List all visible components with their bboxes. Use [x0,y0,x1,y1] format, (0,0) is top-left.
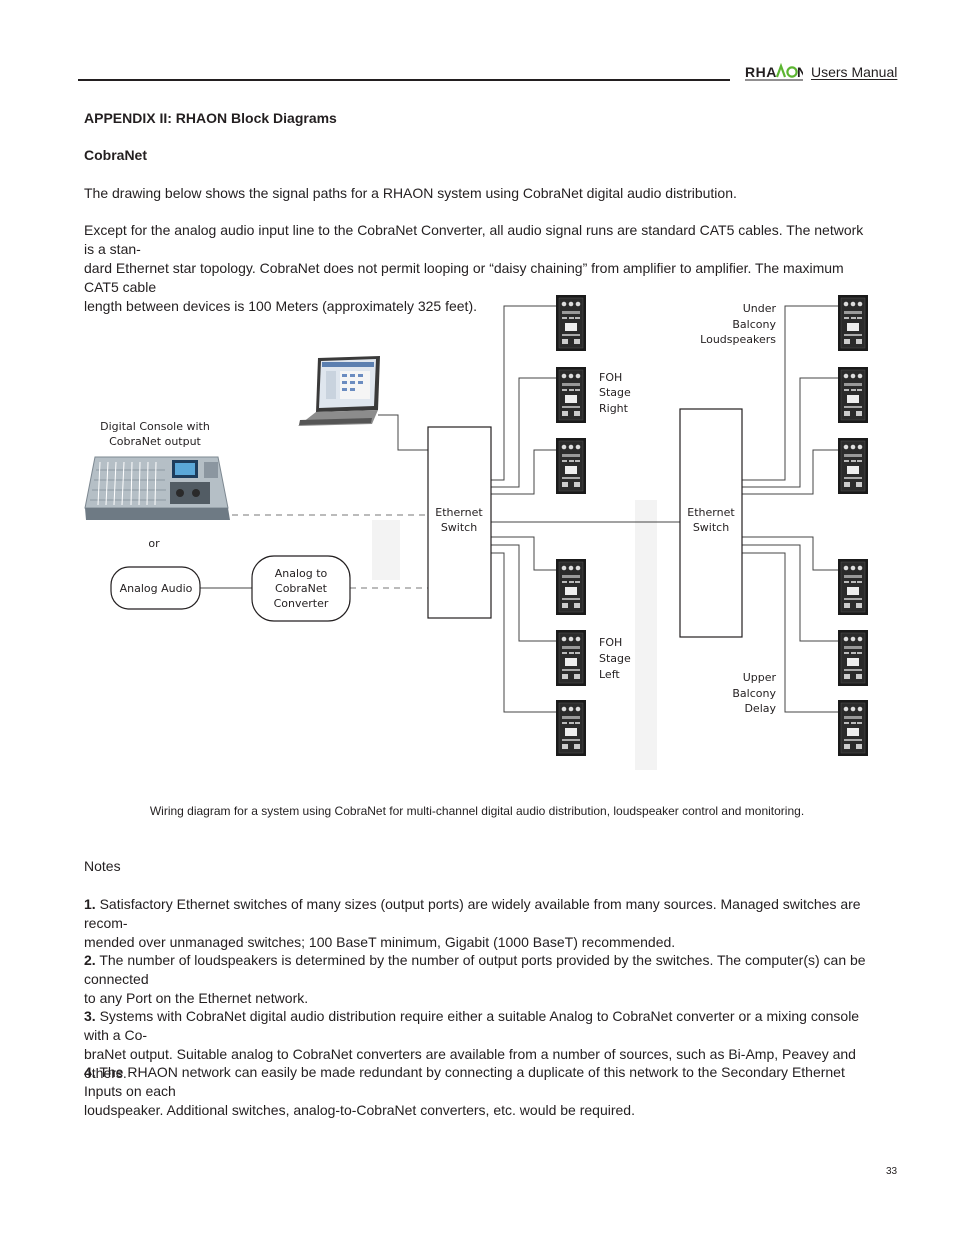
switch-right-label-2: Switch [693,521,729,534]
loudspeaker-module-icon [555,366,587,424]
cobranet-block-diagram: Ethernet Switch Ethernet Switch Digital … [84,294,869,770]
upper-balcony-label-2: Balcony [732,687,776,700]
loudspeaker-module-icon [555,699,587,757]
mixing-console-icon [84,456,230,520]
foh-left-label-3: Left [599,668,620,681]
loudspeaker-module-icon [837,558,869,616]
loudspeaker-module-icon [555,629,587,687]
loudspeaker-module-icon [555,294,587,352]
analog-audio-source: Analog Audio [110,566,201,610]
ethernet-switch-right: Ethernet Switch [679,408,743,638]
svg-text:N: N [797,64,803,80]
note-line: braNet output. Suitable analog to CobraN… [84,1046,856,1081]
note-line: The number of loudspeakers is determined… [84,952,866,987]
note-line: Systems with CobraNet digital audio dist… [84,1008,860,1043]
figure-caption: Wiring diagram for a system using CobraN… [149,804,805,818]
left-switch-cables [491,305,556,713]
foh-left-label-2: Stage [599,652,631,665]
console-label-2: CobraNet output [109,435,201,448]
converter-label-1: Analog to [275,567,328,580]
header-rule [78,79,730,81]
appendix-title: APPENDIX II: RHAON Block Diagrams [84,110,337,126]
or-label: or [148,537,160,550]
page-number: 33 [886,1166,898,1177]
upper-balcony-label-1: Upper [743,671,777,684]
svg-text:RHA: RHA [745,64,777,80]
note-number: 4. [84,1064,96,1080]
note-item: 1. Satisfactory Ethernet switches of man… [84,895,874,952]
note-item: 2. The number of loudspeakers is determi… [84,951,874,1008]
loudspeaker-module-icon [837,437,869,495]
converter-label-2: CobraNet [275,582,328,595]
switch-right-label-1: Ethernet [687,506,735,519]
body-line: dard Ethernet star topology. CobraNet do… [84,260,844,295]
header-title: Users Manual [811,64,898,80]
console-label-1: Digital Console with [100,420,210,433]
loudspeaker-module-icon [555,437,587,495]
under-balcony-label-1: Under [743,302,777,315]
rhaon-logo: RHA N [745,63,803,81]
section-title: CobraNet [84,147,148,163]
loudspeaker-module-icon [837,294,869,352]
ethernet-switch-left: Ethernet Switch [427,426,492,619]
foh-left-label-1: FOH [599,636,622,649]
body-paragraph: Except for the analog audio input line t… [84,221,869,316]
analog-to-cobranet-converter: Analog to CobraNet Converter [251,555,351,622]
foh-right-label-1: FOH [599,371,622,384]
loudspeaker-module-icon [837,366,869,424]
body-line: length between devices is 100 Meters (ap… [84,298,477,314]
note-line: The RHAON network can easily be made red… [84,1064,845,1099]
note-number: 2. [84,952,96,968]
note-line: Satisfactory Ethernet switches of many s… [84,896,861,931]
laptop-icon [298,356,380,426]
converter-label-3: Converter [274,597,329,610]
upper-balcony-label-3: Delay [744,702,776,715]
under-balcony-label-2: Balcony [732,318,776,331]
under-balcony-label-3: Loudspeakers [700,333,776,346]
foh-right-label-3: Right [599,402,629,415]
note-line: mended over unmanaged switches; 100 Base… [84,934,676,950]
intro-paragraph: The drawing below shows the signal paths… [84,185,737,201]
background-watermark [372,500,657,770]
note-number: 1. [84,896,96,912]
note-item: 3. Systems with CobraNet digital audio d… [84,1007,874,1083]
note-number: 3. [84,1008,96,1024]
loudspeaker-module-icon [837,699,869,757]
note-line: loudspeaker. Additional switches, analog… [84,1102,635,1118]
right-switch-cables [742,305,838,713]
loudspeaker-module-icon [837,629,869,687]
switch-left-label-1: Ethernet [435,506,483,519]
note-line: to any Port on the Ethernet network. [84,990,309,1006]
body-line: Except for the analog audio input line t… [84,222,864,257]
loudspeaker-module-icon [555,558,587,616]
analog-audio-label: Analog Audio [120,582,193,595]
switch-left-label-2: Switch [441,521,477,534]
note-item: 4. The RHAON network can easily be made … [84,1063,874,1120]
foh-right-label-2: Stage [599,386,631,399]
notes-heading: Notes [84,858,121,874]
laptop-cable [378,414,428,451]
